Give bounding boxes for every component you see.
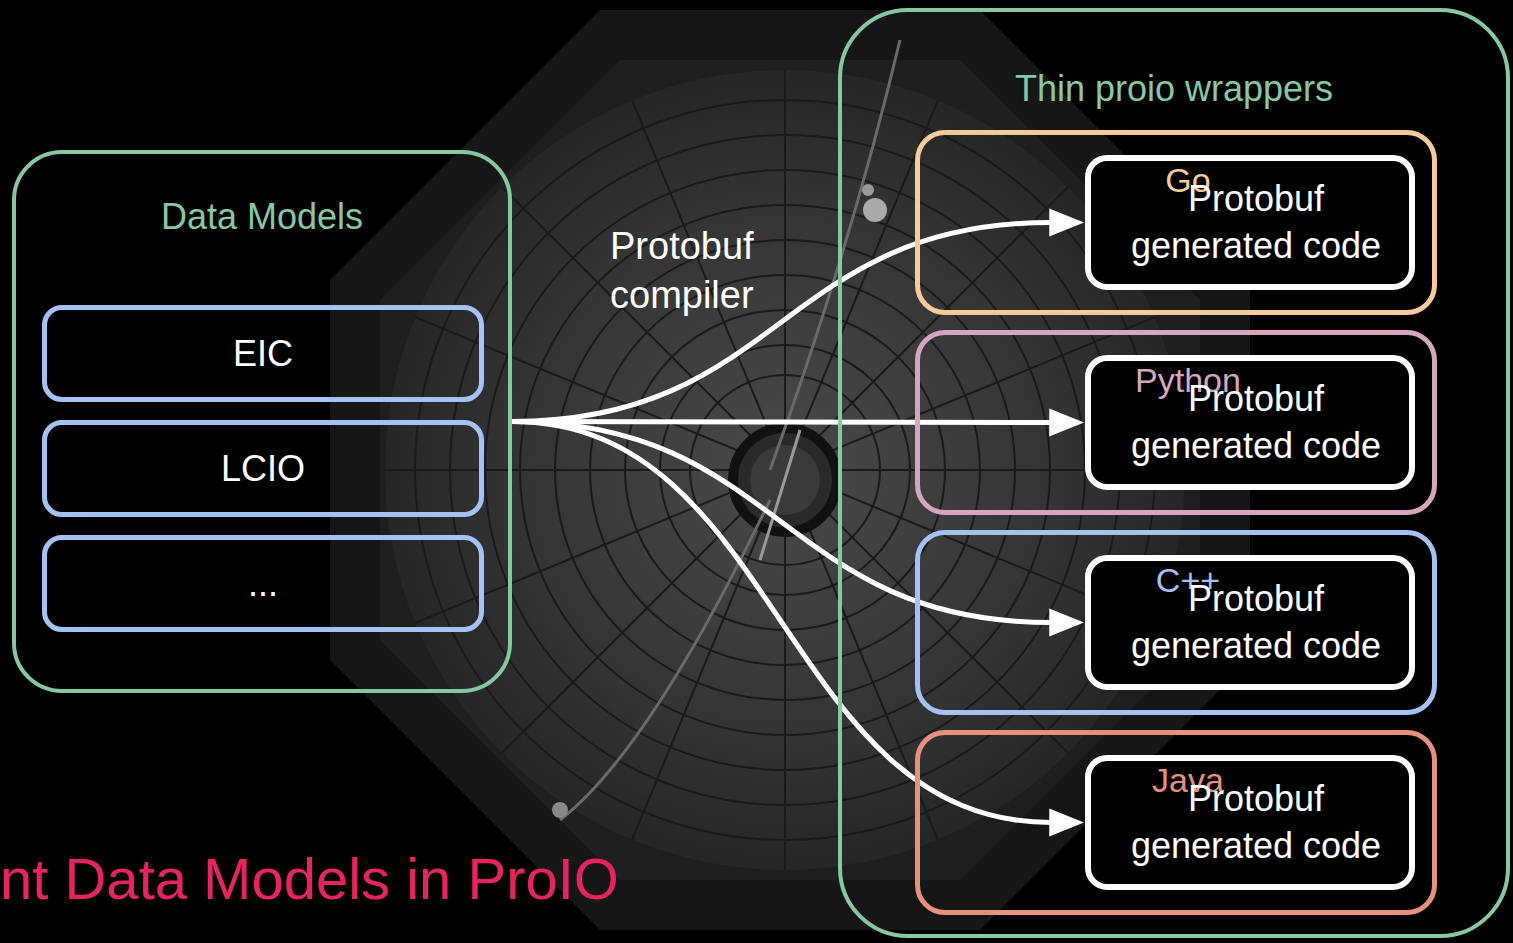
- code-box: Protobuf generated code: [1085, 755, 1415, 890]
- detector-barrel: [385, 70, 1185, 870]
- code-text: Protobuf generated code: [1117, 176, 1395, 270]
- code-text: Protobuf generated code: [1117, 576, 1395, 670]
- language-box: JavaProtobuf generated code: [915, 730, 1437, 915]
- spoke: [502, 187, 1068, 753]
- group-box: Thin proio wrappersGoProtobuf generated …: [838, 8, 1510, 938]
- group-box: Data ModelsEIC LCIO...: [12, 150, 512, 693]
- language-box: C++Protobuf generated code: [915, 530, 1437, 715]
- language-box: GoProtobuf generated code: [915, 130, 1437, 315]
- spoke: [632, 100, 938, 840]
- spoke: [632, 100, 938, 840]
- spoke: [415, 317, 1155, 623]
- group-title: Data Models: [16, 196, 508, 237]
- track: [560, 500, 770, 820]
- energy-deposit: [552, 802, 568, 818]
- spoke: [502, 187, 1068, 753]
- compiler-arrow: [512, 223, 1051, 422]
- track: [760, 430, 800, 560]
- slide-title: nt Data Models in ProIO: [0, 845, 619, 912]
- compiler-arrow: [512, 422, 1051, 623]
- code-text: Protobuf generated code: [1117, 376, 1395, 470]
- track: [770, 40, 900, 470]
- language-box: PythonProtobuf generated code: [915, 330, 1437, 515]
- energy-deposit: [863, 198, 887, 222]
- code-text: Protobuf generated code: [1117, 776, 1395, 870]
- detector-spokes: [385, 70, 1185, 870]
- compiler-arrow: [512, 422, 1051, 423]
- model-box: ...: [42, 535, 484, 632]
- model-box: LCIO: [42, 420, 484, 517]
- model-name: EIC: [233, 333, 293, 374]
- group-title: Thin proio wrappers: [842, 68, 1506, 109]
- model-name: ...: [248, 563, 278, 604]
- code-box: Protobuf generated code: [1085, 555, 1415, 690]
- energy-deposit: [862, 184, 874, 196]
- code-box: Protobuf generated code: [1085, 155, 1415, 290]
- code-box: Protobuf generated code: [1085, 355, 1415, 490]
- spoke: [415, 317, 1155, 623]
- compiler-arrow: [512, 422, 1051, 823]
- model-name: LCIO: [221, 448, 305, 489]
- model-box: EIC: [42, 305, 484, 402]
- compiler-label: Protobuf compiler: [610, 222, 770, 321]
- detector-octagon-inner: [380, 60, 1200, 880]
